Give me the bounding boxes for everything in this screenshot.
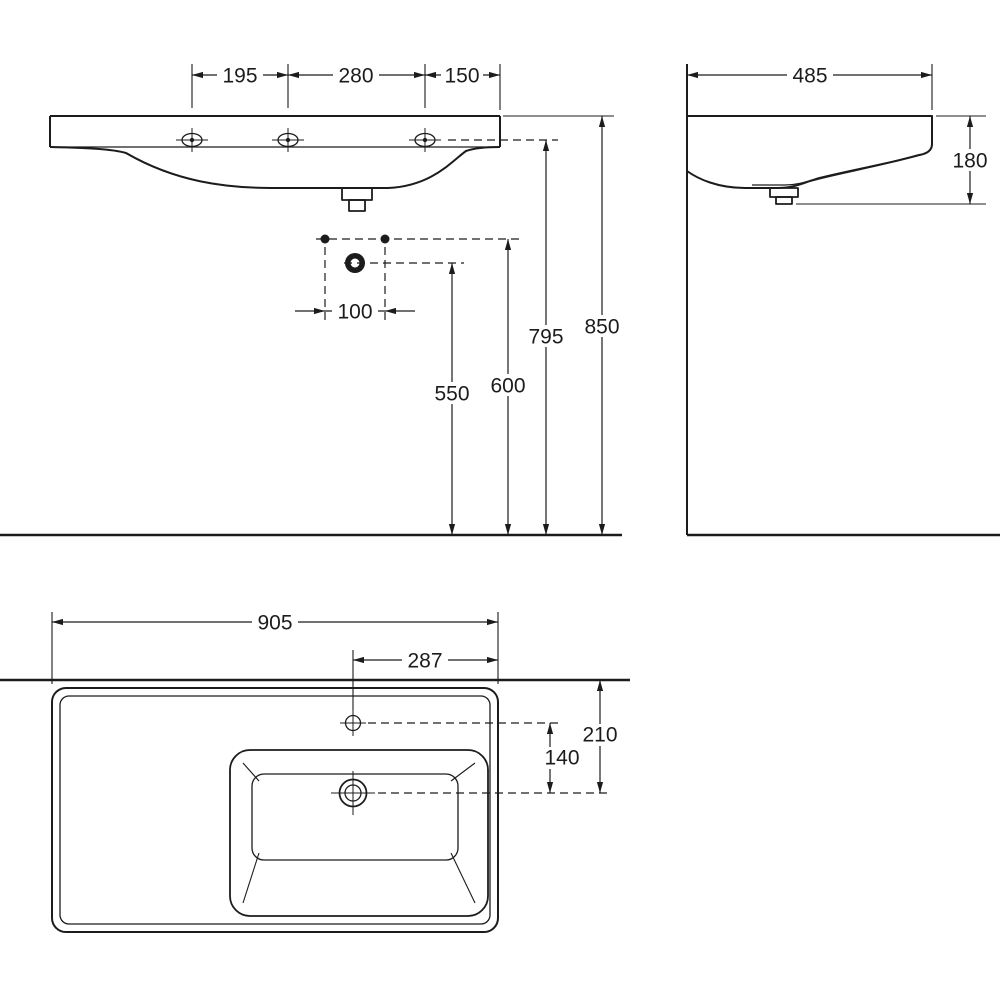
basin-inner-profile xyxy=(752,154,922,186)
bowl-corner-line-tl xyxy=(242,762,260,782)
drain-trap-lower xyxy=(348,199,366,212)
hole-ellipse xyxy=(414,132,436,148)
dim-label-anchor-pitch: 100 xyxy=(337,301,372,324)
dim-label-width: 905 xyxy=(257,612,292,635)
drain-trap-lower xyxy=(775,196,793,205)
dim-label-hole-pitch-right: 150 xyxy=(444,65,479,88)
label-backdrop xyxy=(252,611,298,633)
hole-center-dot xyxy=(422,137,428,143)
faucet-hole-icon-center xyxy=(272,128,304,152)
label-backdrop xyxy=(332,300,378,322)
label-backdrop xyxy=(947,149,993,171)
bowl-corner-line-tr xyxy=(450,762,476,782)
front-view: 195 280 150 100 550 600 795 850 xyxy=(0,64,625,537)
faucet-hole-icon-plan xyxy=(340,710,366,736)
dim-label-drain-offset: 210 xyxy=(582,724,617,747)
hole-ellipse xyxy=(181,132,203,148)
label-backdrop xyxy=(402,649,448,671)
label-backdrop xyxy=(579,315,625,337)
hole-ellipse xyxy=(277,132,299,148)
side-view: 485 180 xyxy=(686,64,1000,537)
basin-outer-outline xyxy=(51,687,499,933)
drain-outer-circle xyxy=(338,778,368,808)
label-backdrop xyxy=(485,374,531,396)
dim-label-tap-to-drain: 140 xyxy=(544,747,579,770)
basin-deck-inner-line xyxy=(59,695,491,925)
bowl-rim-outline xyxy=(229,749,489,917)
dim-label-hole-pitch-center: 280 xyxy=(338,65,373,88)
label-backdrop xyxy=(578,724,622,746)
bowl-corner-line-br xyxy=(450,852,476,904)
anchor-dot-left xyxy=(320,234,330,244)
label-backdrop xyxy=(429,382,475,404)
basin-side-profile xyxy=(686,115,933,189)
label-backdrop xyxy=(787,64,833,86)
label-backdrop xyxy=(523,325,569,347)
drain-icon-plan xyxy=(331,771,375,815)
drain-trap-upper xyxy=(769,187,799,198)
bowl-underside-curve xyxy=(49,146,501,189)
dim-label-hole-pitch-left: 195 xyxy=(222,65,257,88)
dim-label-anchor-height: 600 xyxy=(490,375,525,398)
bowl-corner-line-bl xyxy=(242,852,260,904)
drain-trap-upper xyxy=(341,187,373,201)
label-backdrop xyxy=(540,747,584,769)
dim-label-holes-height: 795 xyxy=(528,326,563,349)
dim-label-rim-height: 850 xyxy=(584,316,619,339)
dim-label-trap-height: 550 xyxy=(434,383,469,406)
label-backdrop xyxy=(333,64,379,86)
hole-center-dot xyxy=(189,137,195,143)
drain-inner-circle xyxy=(344,784,362,802)
dim-label-depth: 485 xyxy=(792,65,827,88)
trap-outlet-center xyxy=(350,258,360,268)
plan-view: 905 287 xyxy=(0,611,630,933)
label-backdrop xyxy=(441,64,483,86)
hole-center-dot xyxy=(285,137,291,143)
bowl-bottom-outline xyxy=(251,773,459,861)
label-backdrop xyxy=(217,64,263,86)
hole-circle xyxy=(344,714,362,732)
faucet-hole-icon-right xyxy=(409,128,441,152)
dim-label-basin-height: 180 xyxy=(952,150,987,173)
faucet-hole-icon-left xyxy=(176,128,208,152)
dim-label-tap-offset: 287 xyxy=(407,650,442,673)
